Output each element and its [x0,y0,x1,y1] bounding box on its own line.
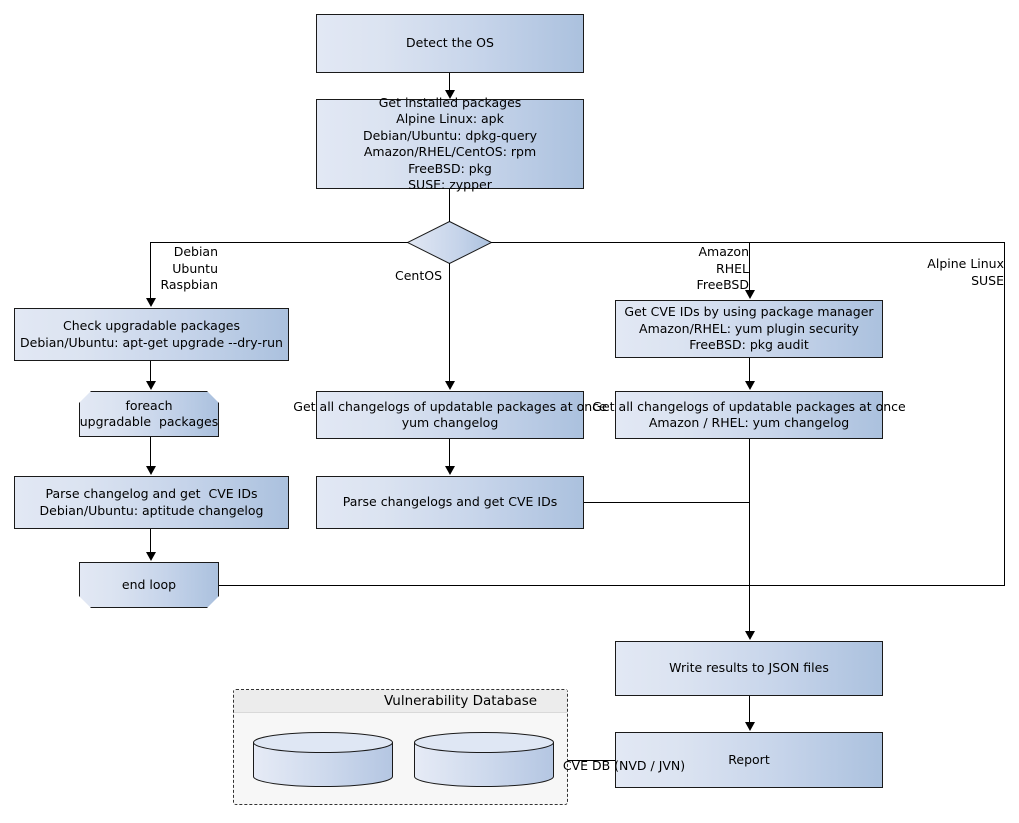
branch-label-amazon: Amazon RHEL FreeBSD [696,244,749,292]
vulnerability-database-title: Vulnerability Database [234,690,567,713]
arrow-check-to-foreach [146,381,156,390]
edge-endloop-to-right [219,585,1005,586]
node-parse-changelog-single[interactable]: Parse changelog and get CVE IDs Debian/U… [14,476,289,529]
node-get-installed-packages-label: Get installed packages Alpine Linux: apk… [362,94,538,193]
arrow-cveids-to-amazonlogs [745,381,755,390]
edge-centoslogs-to-parselogs [449,439,450,467]
branch-label-debian: Debian Ubuntu Raspbian [160,244,218,292]
node-get-installed-packages[interactable]: Get installed packages Alpine Linux: apk… [316,95,584,192]
arrow-centoslogs-to-parselogs [445,466,455,475]
node-get-cve-ids-pkgmgr-label: Get CVE IDs by using package manager Ama… [624,304,874,353]
node-parse-changelogs-label: Parse changelogs and get CVE IDs [342,494,558,510]
node-get-cve-ids-pkgmgr[interactable]: Get CVE IDs by using package manager Ama… [615,300,883,358]
edge-centos-drop [449,263,450,381]
edge-cvedb-to-report [551,760,615,761]
node-parse-changelogs[interactable]: Parse changelogs and get CVE IDs [316,476,584,529]
arrow-amazon-drop [745,290,755,299]
arrow-writejson-to-report [745,722,755,731]
node-end-loop[interactable]: end loop [79,562,219,608]
node-foreach-loop-label: foreach upgradable packages [79,397,219,430]
edge-amazon-drop [749,242,750,290]
edge-foreach-to-parse [150,437,151,467]
edge-parse-to-endloop [150,529,151,553]
cylinder-icon [253,732,393,787]
edge-debian-drop [150,242,151,298]
edge-alpine-vertical [1004,242,1005,586]
edge-check-to-foreach [150,361,151,382]
arrow-debian-drop [146,298,156,307]
arrow-amazonlogs-to-writejson [745,631,755,640]
database-cylinder-cve-label: CVE DB (NVD / JVN) [562,758,686,773]
edge-parselogs-to-trunk [584,502,750,503]
node-report[interactable]: Report [615,732,883,788]
edge-decision-left-trunk [150,242,408,243]
node-parse-changelog-single-label: Parse changelog and get CVE IDs Debian/U… [39,486,264,518]
node-detect-os[interactable]: Detect the OS [316,14,584,73]
arrow-parse-to-endloop [146,552,156,561]
node-check-upgradable[interactable]: Check upgradable packages Debian/Ubuntu:… [14,308,289,361]
database-cylinder-oval[interactable]: OVAL DB [253,732,491,787]
end-loop-shape [79,562,219,608]
edge-writejson-to-report [749,696,750,722]
node-detect-os-label: Detect the OS [406,35,494,51]
edge-cveids-to-amazonlogs [749,358,750,381]
node-centos-changelogs-label: Get all changelogs of updatable packages… [293,398,607,431]
cylinder-icon [414,732,554,787]
branch-label-alpine: Alpine Linux SUSE [927,256,1004,288]
decision-diamond-icon [407,221,492,264]
node-centos-changelogs[interactable]: Get all changelogs of updatable packages… [293,391,607,439]
arrow-foreach-to-parse [146,466,156,475]
arrow-detect-to-installed [445,90,455,99]
node-write-json-label: Write results to JSON files [669,660,829,676]
node-report-label: Report [728,751,770,767]
edge-detect-to-installed [449,73,450,91]
node-foreach-loop[interactable]: foreach upgradable packages [79,391,219,437]
edge-decision-right-trunk [491,242,1005,243]
node-check-upgradable-label: Check upgradable packages Debian/Ubuntu:… [20,318,283,350]
node-end-loop-label: end loop [121,576,177,592]
edge-amazonlogs-to-writejson [749,439,750,631]
foreach-shape [79,391,219,437]
branch-label-centos: CentOS [394,268,442,283]
node-amazon-changelogs[interactable]: Get all changelogs of updatable packages… [592,391,906,439]
node-amazon-changelogs-label: Get all changelogs of updatable packages… [592,398,906,431]
edge-installed-to-decision [449,189,450,222]
vulnerability-database-panel: Vulnerability Database OVAL DB [233,689,685,805]
arrow-centos-drop [445,381,455,390]
node-write-json[interactable]: Write results to JSON files [615,641,883,696]
node-os-decision[interactable] [407,221,492,264]
database-cylinder-cve[interactable]: CVE DB (NVD / JVN) [414,732,685,787]
